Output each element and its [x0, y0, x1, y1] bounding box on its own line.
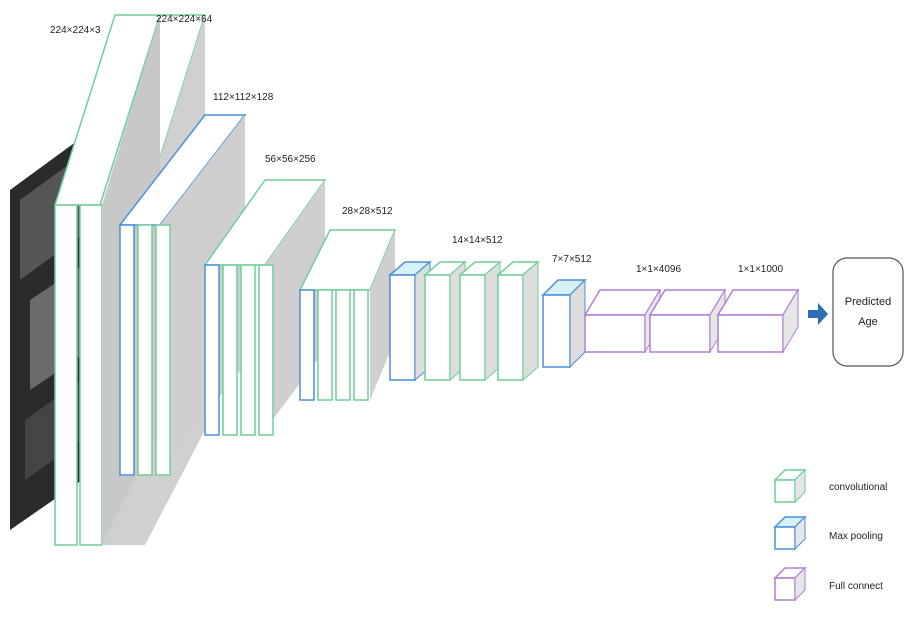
cube-14-a: [390, 262, 430, 380]
output-box: Predicted Age: [833, 258, 903, 366]
legend: convolutional Max pooling Full connect: [775, 470, 887, 600]
block-fc-group: [585, 290, 798, 352]
fc-4096-b: [650, 290, 725, 352]
arrow-right-icon: [808, 303, 828, 325]
block-7-group: [543, 280, 585, 367]
fc-1000: [718, 290, 798, 352]
output-label-line2: Age: [858, 316, 878, 328]
label-stage6: 14×14×512: [452, 235, 503, 246]
legend-item-conv: convolutional: [775, 470, 887, 502]
cube-14-d: [498, 262, 538, 380]
cube-14-c: [460, 262, 500, 380]
fc-4096-a: [585, 290, 660, 352]
output-label-line1: Predicted: [845, 296, 891, 308]
label-stage8: 1×1×4096: [636, 264, 681, 275]
label-stage9: 1×1×1000: [738, 264, 783, 275]
cube-14-b: [425, 262, 465, 380]
legend-pool-label: Max pooling: [829, 531, 883, 542]
legend-item-fc: Full connect: [775, 568, 883, 600]
label-stage1: 224×224×3: [50, 25, 101, 36]
label-stage4: 56×56×256: [265, 154, 316, 165]
legend-item-pool: Max pooling: [775, 517, 883, 549]
block-14-group: [390, 262, 538, 380]
legend-conv-label: convolutional: [829, 482, 887, 493]
label-stage7: 7×7×512: [552, 254, 592, 265]
label-stage3: 112×112×128: [213, 92, 274, 103]
label-stage5: 28×28×512: [342, 206, 393, 217]
legend-fc-label: Full connect: [829, 581, 883, 592]
label-stage2: 224×224×64: [156, 14, 213, 25]
